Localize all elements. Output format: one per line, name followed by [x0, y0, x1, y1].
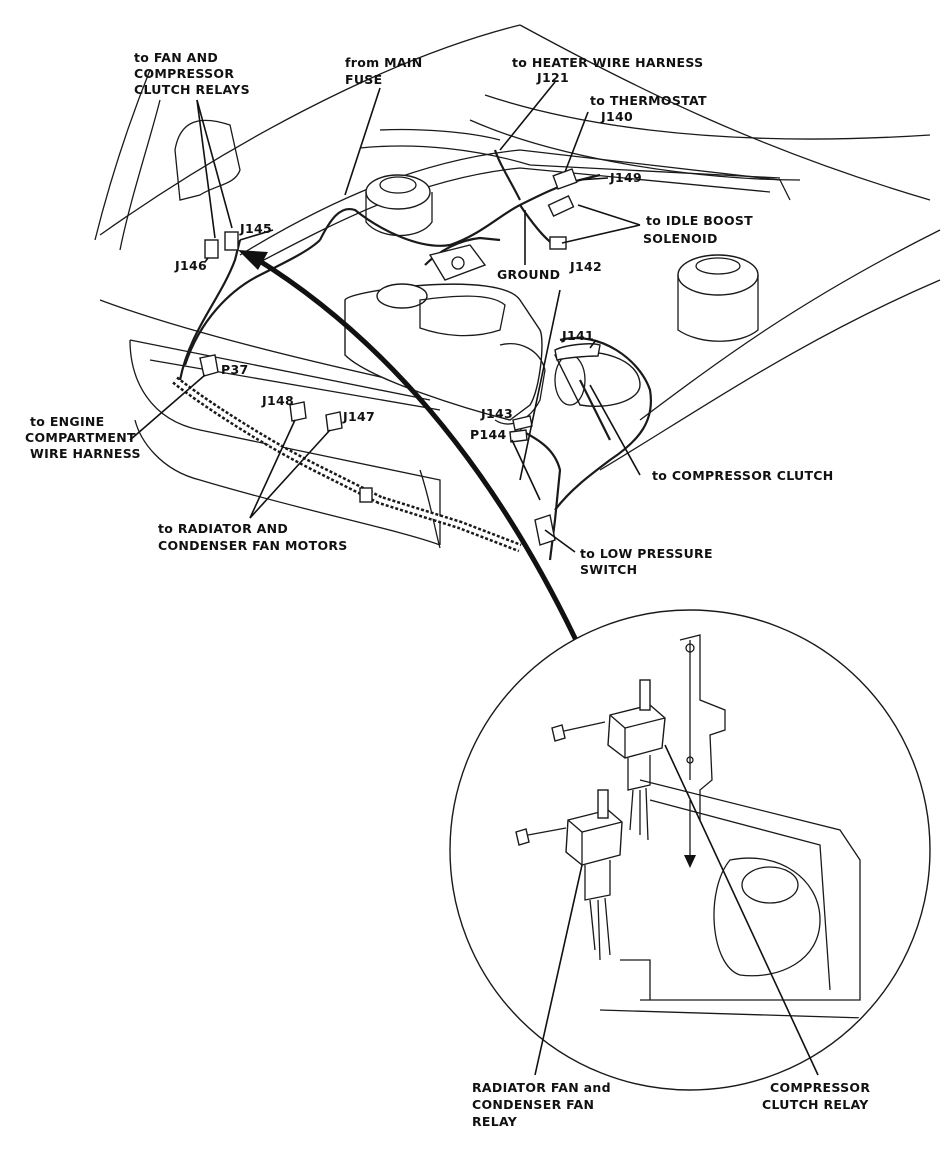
- label-j149: J149: [609, 170, 642, 185]
- label-idle-boost: to IDLE BOOST SOLENOID: [643, 213, 758, 246]
- label-heater-harness: to HEATER WIRE HARNESS J121: [512, 55, 708, 85]
- callout-labels: to FAN AND COMPRESSOR CLUTCH RELAYS from…: [25, 50, 875, 1129]
- detail-callout-arrow: [238, 250, 586, 657]
- label-j142: J142: [569, 259, 602, 274]
- label-j143: J143: [480, 406, 513, 421]
- label-p144: P144: [470, 427, 506, 442]
- label-j148: J148: [261, 393, 294, 408]
- label-low-pressure-switch: to LOW PRESSURE SWITCH: [580, 546, 717, 577]
- relay-detail-circle: [449, 609, 931, 1091]
- vehicle-body: [94, 24, 941, 549]
- label-radiator-relay: RADIATOR FAN and CONDENSER FAN RELAY: [472, 1080, 616, 1129]
- label-radiator-fan-motors: to RADIATOR AND CONDENSER FAN MOTORS: [158, 521, 348, 553]
- label-p37: P37: [221, 362, 248, 377]
- label-ground: GROUND: [497, 267, 560, 282]
- connectors: [199, 168, 601, 546]
- label-j147: J147: [342, 409, 375, 424]
- label-compressor-relay: COMPRESSOR CLUTCH RELAY: [762, 1080, 875, 1112]
- label-j141: J141: [561, 328, 594, 343]
- label-j145: J145: [239, 221, 272, 236]
- label-compressor-clutch: to COMPRESSOR CLUTCH: [652, 468, 834, 483]
- label-thermostat: to THERMOSTAT J140: [590, 93, 711, 124]
- label-main-fuse: from MAIN FUSE: [345, 55, 427, 87]
- label-j146: J146: [174, 258, 207, 273]
- leader-lines: [129, 81, 819, 1076]
- label-engine-harness: to ENGINE COMPARTMENT WIRE HARNESS: [25, 414, 141, 461]
- label-fan-compressor-relays: to FAN AND COMPRESSOR CLUTCH RELAYS: [134, 50, 250, 97]
